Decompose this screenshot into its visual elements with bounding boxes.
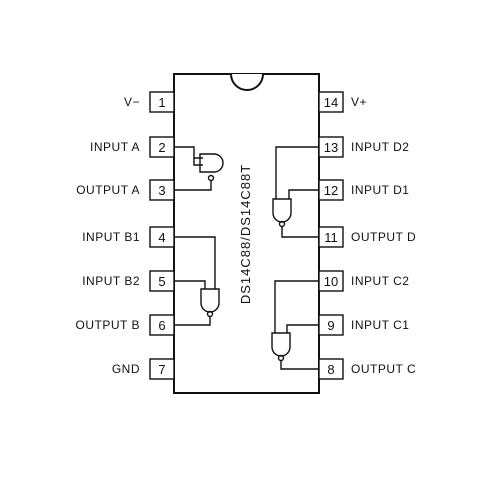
- gate-a: [174, 146, 224, 191]
- pin-7-box: [149, 358, 175, 380]
- gate-d-output-wire: [281, 226, 319, 238]
- pin-label: OUTPUT B: [76, 318, 140, 332]
- pin-number: 6: [158, 318, 165, 333]
- pin-number: 5: [158, 274, 165, 289]
- pin-number: 7: [158, 362, 165, 377]
- gate-c-output-wire: [280, 360, 319, 370]
- pin-14: 14 V+: [318, 91, 367, 113]
- part-number-label: DS14C88/DS14C88T: [238, 164, 253, 304]
- gate-c-input1-wire: [286, 324, 319, 333]
- pin-13: 13 INPUT D2: [318, 136, 409, 158]
- pin-7: 7 GND: [112, 358, 175, 380]
- gate-d-input2-wire: [275, 146, 319, 199]
- pin-number: 9: [327, 318, 334, 333]
- gate-a-input-wire: [174, 146, 203, 159]
- pin-label: INPUT D2: [351, 140, 409, 154]
- pin-number: 11: [324, 230, 338, 245]
- pin-4: 4 INPUT B1: [82, 226, 175, 248]
- gate-d: [272, 146, 319, 238]
- pin-1-box: [149, 91, 175, 113]
- gate-a-symbol: [199, 153, 224, 173]
- pin-number: 13: [324, 140, 338, 155]
- pin-number: 4: [158, 230, 165, 245]
- pin-label: INPUT B1: [82, 230, 140, 244]
- pin-label: INPUT A: [90, 140, 140, 154]
- pin-10: 10 INPUT C2: [318, 270, 409, 292]
- chip-body: [173, 73, 320, 394]
- pin-label: INPUT D1: [351, 183, 409, 197]
- pin-2: 2 INPUT A: [90, 136, 175, 158]
- pin-number: 8: [327, 362, 334, 377]
- pin-label: INPUT B2: [82, 274, 140, 288]
- pin-label: INPUT C2: [351, 274, 409, 288]
- gate-b-input1-wire: [174, 236, 216, 289]
- orientation-notch: [230, 73, 264, 91]
- gate-b-output-wire: [174, 316, 211, 326]
- pin-label: OUTPUT C: [351, 362, 416, 376]
- pin-3: 3 OUTPUT A: [76, 179, 175, 201]
- pin-6: 6 OUTPUT B: [76, 314, 175, 336]
- gate-c-input2-wire: [274, 280, 319, 333]
- pin-number: 12: [324, 183, 338, 198]
- pin-label: GND: [112, 362, 140, 376]
- pin-11: 11 OUTPUT D: [318, 226, 416, 248]
- pin-label: OUTPUT D: [351, 230, 416, 244]
- gate-b-input2-wire: [174, 280, 206, 289]
- gate-c: [271, 280, 319, 370]
- pin-label: V+: [351, 95, 367, 109]
- pin-number: 10: [324, 274, 338, 289]
- pin-label: OUTPUT A: [76, 183, 140, 197]
- gate-d-input1-wire: [288, 189, 319, 199]
- pin-1: 1 V−: [124, 91, 175, 113]
- pin-number: 1: [158, 95, 165, 110]
- pin-label: INPUT C1: [351, 318, 409, 332]
- pin-12: 12 INPUT D1: [318, 179, 409, 201]
- pin-number: 14: [324, 95, 338, 110]
- pin-14-box: [318, 91, 344, 113]
- gate-b: [174, 236, 220, 326]
- pin-9: 9 INPUT C1: [318, 314, 409, 336]
- pin-number: 2: [158, 140, 165, 155]
- pin-label: V−: [124, 95, 140, 109]
- pin-8: 8 OUTPUT C: [318, 358, 416, 380]
- left-pin-group: 1 V− 2 INPUT A 3 OUTPUT A 4 INPUT B1 5 INPUT B2 6 O…: [76, 91, 175, 380]
- pin-number: 3: [158, 183, 165, 198]
- pin-5: 5 INPUT B2: [82, 270, 175, 292]
- gate-a-output-wire: [174, 180, 212, 191]
